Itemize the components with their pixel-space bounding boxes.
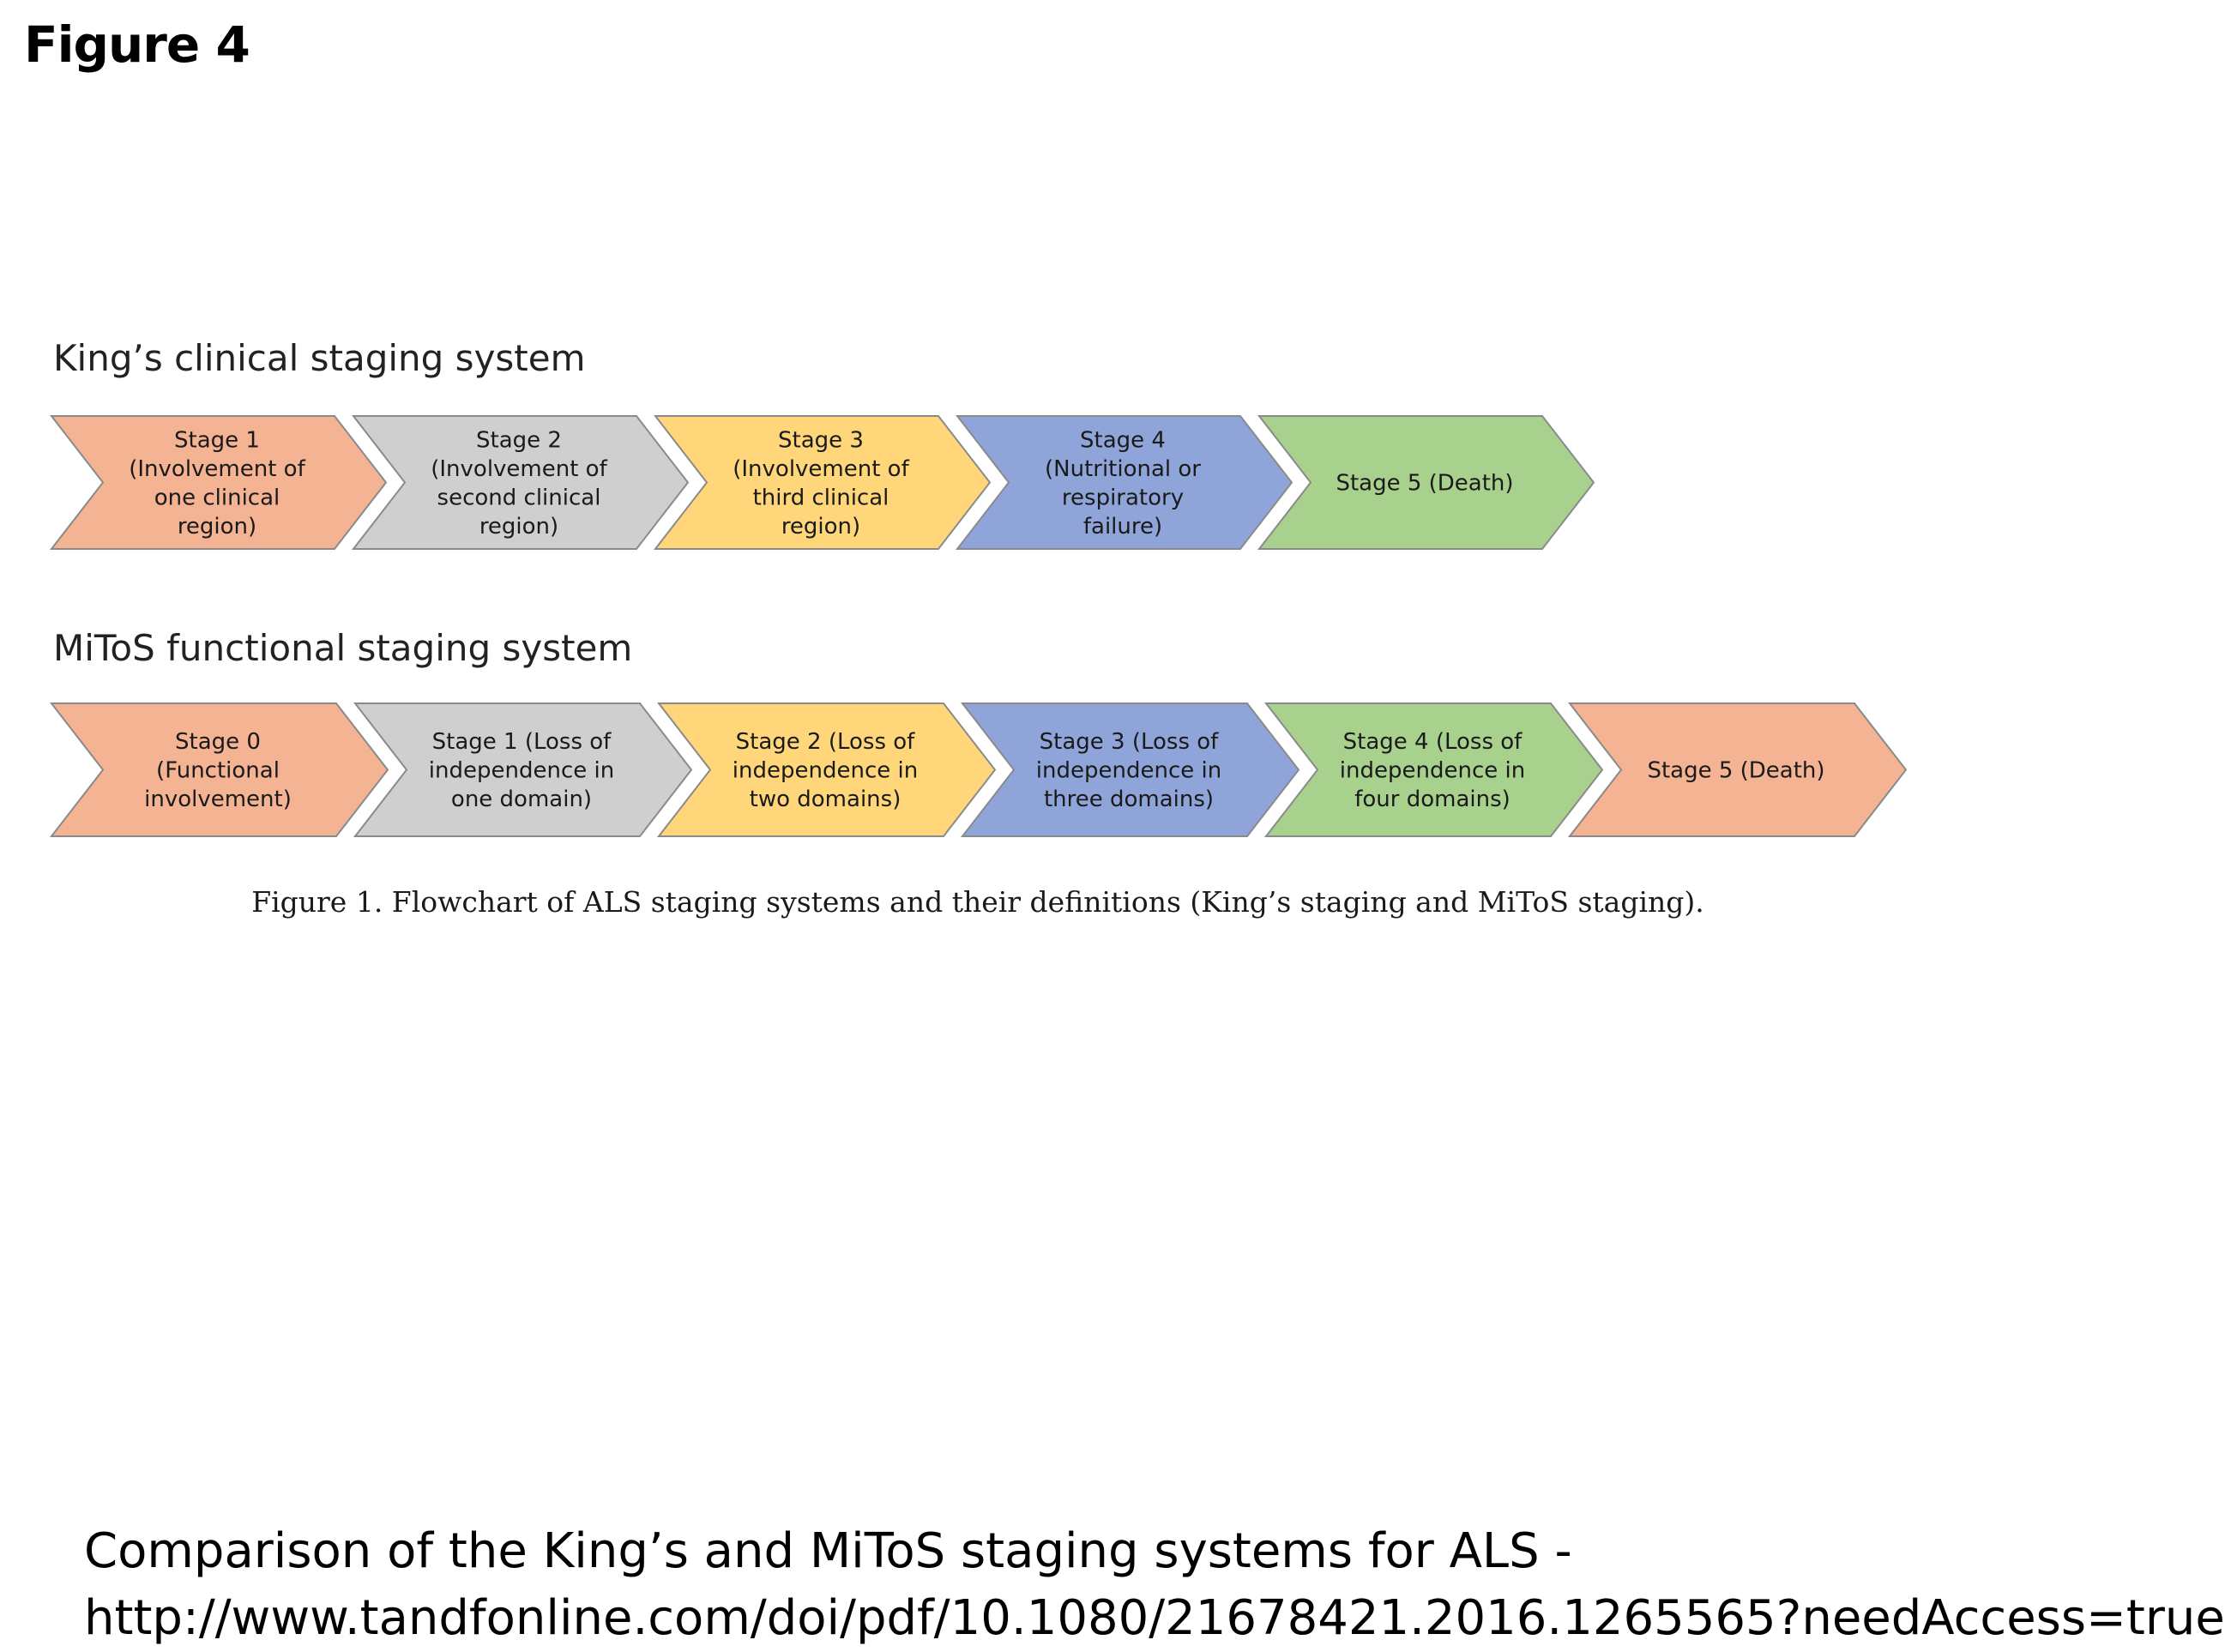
kings-stage-0-label-line: one clinical xyxy=(154,485,280,510)
mitos-stage-4-label-line: Stage 4 (Loss of xyxy=(1343,729,1523,755)
mitos-stage-3-label-line: Stage 3 (Loss of xyxy=(1040,729,1220,755)
kings-stage-0-chevron xyxy=(49,415,388,550)
kings-heading: King’s clinical staging system xyxy=(53,337,586,379)
mitos-stage-4-label-line: four domains) xyxy=(1354,787,1510,812)
mitos-stage-row: Stage 0 (Functional involvement) Stage 1 (L… xyxy=(49,702,1908,837)
footer-description: Comparison of the King’s and MiToS stagi… xyxy=(84,1523,1572,1579)
mitos-stage-4-label-line: independence in xyxy=(1340,758,1525,784)
kings-stage-2-label-line: (Involvement of xyxy=(733,456,909,482)
kings-stage-2-label-line: third clinical xyxy=(753,485,889,510)
mitos-stage-3-label-line: independence in xyxy=(1036,758,1221,784)
slide-footer: Comparison of the King’s and MiToS stagi… xyxy=(84,1518,2225,1652)
mitos-stage-1-label-line: Stage 1 (Loss of xyxy=(432,729,612,755)
kings-stage-row: Stage 1 (Involvement of one clinical region… xyxy=(49,415,1595,550)
kings-stage-0-label-line: region) xyxy=(178,514,256,540)
mitos-stage-2-label-line: independence in xyxy=(733,758,918,784)
slide-title: Figure 4 xyxy=(24,15,250,74)
kings-stage-3-chevron xyxy=(955,415,1293,550)
figure-caption: Figure 1. Flowchart of ALS staging syste… xyxy=(251,885,1704,919)
kings-stage-3-label-line: respiratory xyxy=(1062,485,1184,510)
kings-stage-1-label-line: second clinical xyxy=(437,485,601,510)
kings-stage-4-chevron xyxy=(1257,415,1595,550)
mitos-stage-0-chevron xyxy=(49,702,389,837)
kings-stage-3-label-line: failure) xyxy=(1083,514,1162,540)
mitos-stage-1-label-line: independence in xyxy=(429,758,614,784)
kings-stage-1-label-line: (Involvement of xyxy=(431,456,607,482)
mitos-heading: MiToS functional staging system xyxy=(53,627,632,669)
staging-flowchart: King’s clinical staging system Stage 1 (I… xyxy=(49,337,1908,919)
mitos-stage-0-label-line: involvement) xyxy=(144,787,292,812)
mitos-stage-2-label-line: Stage 2 (Loss of xyxy=(736,729,916,755)
mitos-stage-5-label-line: Stage 5 (Death) xyxy=(1647,758,1824,784)
mitos-stage-5-chevron xyxy=(1567,702,1908,837)
mitos-stage-0-label-line: (Functional xyxy=(156,758,280,784)
kings-stage-2-label-line: Stage 3 xyxy=(778,427,864,453)
mitos-stage-0-label-line: Stage 0 xyxy=(175,729,261,755)
mitos-stage-2-chevron xyxy=(656,702,997,837)
kings-stage-0-label-line: (Involvement of xyxy=(129,456,305,482)
kings-stage-4-label-line: Stage 5 (Death) xyxy=(1336,471,1513,497)
kings-stage-2-chevron xyxy=(653,415,992,550)
kings-stage-3-label-line: Stage 4 xyxy=(1080,427,1166,453)
kings-stage-1-chevron xyxy=(351,415,690,550)
mitos-stage-2-label-line: two domains) xyxy=(750,787,901,812)
kings-stage-2-label-line: region) xyxy=(781,514,860,540)
footer-source-link[interactable]: http://www.tandfonline.com/doi/pdf/10.10… xyxy=(84,1590,2225,1646)
kings-stage-1-label-line: region) xyxy=(479,514,558,540)
kings-stage-0-label-line: Stage 1 xyxy=(174,427,260,453)
kings-stage-1-label-line: Stage 2 xyxy=(476,427,562,453)
mitos-stage-1-label-line: one domain) xyxy=(451,787,592,812)
mitos-stage-4-chevron xyxy=(1263,702,1604,837)
kings-stage-3-label-line: (Nutritional or xyxy=(1045,456,1201,482)
mitos-stage-1-chevron xyxy=(353,702,693,837)
mitos-stage-3-chevron xyxy=(960,702,1300,837)
mitos-stage-3-label-line: three domains) xyxy=(1044,787,1214,812)
